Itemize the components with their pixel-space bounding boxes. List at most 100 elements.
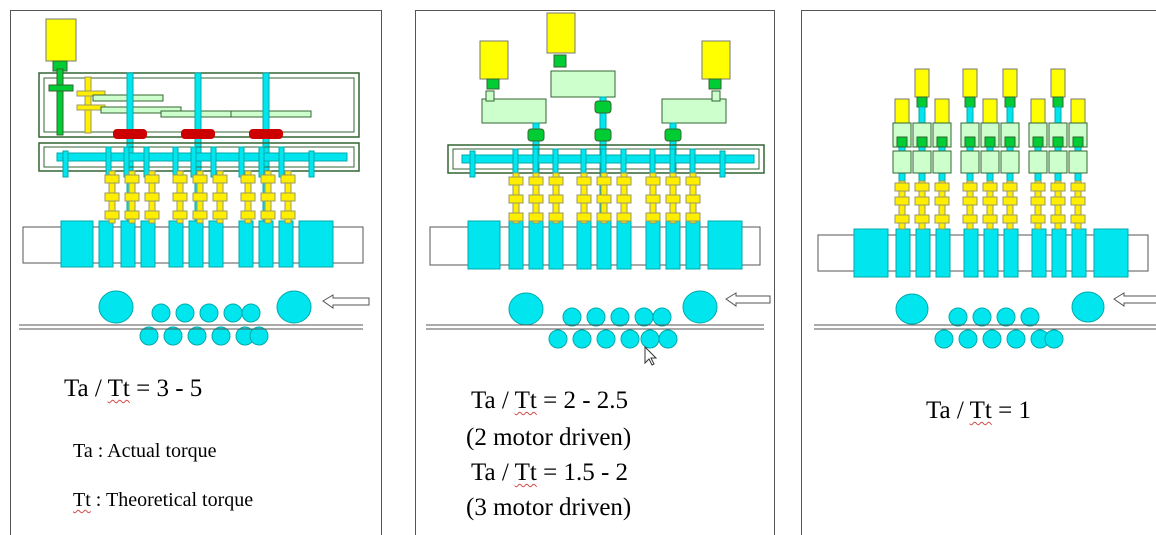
diagram-panel-single-motor: Ta / Tt = 3 - 5 Ta : Actual torque Tt : … — [10, 10, 382, 535]
drive-part — [916, 136, 928, 148]
three-motor-note: (3 motor driven) — [466, 494, 632, 521]
drive-part — [528, 212, 544, 222]
drive-part — [1002, 68, 1018, 98]
drive-part — [1030, 196, 1046, 206]
individual-drive-unit — [932, 98, 952, 230]
drive-part — [894, 196, 910, 206]
drive-part — [192, 210, 208, 220]
spindle — [124, 170, 140, 224]
drive-part — [914, 214, 930, 224]
drive-part — [1070, 196, 1086, 206]
drive-part — [576, 194, 592, 204]
drive-part — [894, 182, 910, 192]
spindle — [548, 172, 564, 224]
drive-part — [616, 212, 632, 222]
drive-train-diagram — [426, 12, 771, 366]
spindle — [616, 172, 632, 224]
drive-part — [962, 68, 978, 98]
drive-part — [144, 210, 160, 220]
drive-part — [894, 214, 910, 224]
drive-part — [144, 174, 160, 184]
drive-part — [984, 136, 996, 148]
spindle — [240, 170, 256, 224]
drive-part — [508, 194, 524, 204]
drive-part — [932, 150, 952, 174]
drive-part — [1070, 182, 1086, 192]
drive-part — [596, 176, 612, 186]
drive-part — [645, 176, 661, 186]
drive-part — [1032, 136, 1044, 148]
spindle — [528, 172, 544, 224]
arrow-left-icon — [725, 292, 771, 307]
actual-torque-definition: Ta : Actual torque — [73, 440, 217, 462]
torque-ratio-text: Ta / Tt = 3 - 5 — [64, 375, 203, 402]
spindle — [212, 170, 228, 224]
drive-part — [960, 150, 980, 174]
individual-drive-unit — [1048, 68, 1068, 230]
spindle — [508, 172, 524, 224]
drive-part — [896, 136, 908, 148]
drive-part — [172, 174, 188, 184]
spindle — [645, 172, 661, 224]
mouse-cursor-icon — [644, 345, 658, 366]
drive-part — [1072, 136, 1084, 148]
drive-part — [916, 96, 928, 108]
drive-part — [1070, 214, 1086, 224]
drive-part — [1050, 68, 1066, 98]
drive-part — [596, 194, 612, 204]
drive-part — [508, 212, 524, 222]
drive-part — [934, 196, 950, 206]
spindle — [192, 170, 208, 224]
drive-part — [172, 192, 188, 202]
spindle — [260, 170, 276, 224]
drive-part — [508, 176, 524, 186]
drive-part — [962, 196, 978, 206]
drive-part — [616, 194, 632, 204]
drive-part — [280, 174, 296, 184]
drive-part — [1002, 214, 1018, 224]
drive-part — [548, 194, 564, 204]
drive-part — [1050, 196, 1066, 206]
drive-part — [892, 150, 912, 174]
drive-part — [982, 182, 998, 192]
drive-part — [685, 212, 701, 222]
drive-part — [1068, 150, 1088, 174]
drive-part — [260, 210, 276, 220]
drive-part — [1002, 196, 1018, 206]
arrow-left-icon — [322, 294, 370, 309]
drive-part — [212, 174, 228, 184]
individual-drive-unit — [980, 98, 1000, 230]
drive-part — [260, 174, 276, 184]
spindle — [144, 170, 160, 224]
theoretical-torque-definition: Tt : Theoretical torque — [73, 489, 254, 511]
drive-part — [240, 210, 256, 220]
two-motor-note: (2 motor driven) — [466, 424, 632, 451]
drive-part — [665, 176, 681, 186]
drive-part — [280, 210, 296, 220]
drive-part — [192, 192, 208, 202]
spindle — [596, 172, 612, 224]
spindle — [172, 170, 188, 224]
drive-part — [240, 174, 256, 184]
drive-part — [962, 214, 978, 224]
drive-part — [104, 192, 120, 202]
drive-part — [980, 150, 1000, 174]
drive-part — [548, 176, 564, 186]
diagram-panel-individual-drive: Ta / Tt = 1 — [801, 10, 1156, 535]
drive-part — [962, 182, 978, 192]
individual-drive-unit — [1068, 98, 1088, 230]
drive-part — [124, 174, 140, 184]
drive-part — [104, 210, 120, 220]
torque-ratio-text-3-motor: Ta / Tt = 1.5 - 2 — [471, 459, 629, 486]
drive-part — [528, 194, 544, 204]
drive-part — [982, 214, 998, 224]
individual-drive-unit — [960, 68, 980, 230]
drive-part — [964, 96, 976, 108]
drive-part — [912, 150, 932, 174]
drive-part — [528, 176, 544, 186]
spindle — [685, 172, 701, 224]
drive-part — [1050, 214, 1066, 224]
drive-part — [685, 176, 701, 186]
individual-drive-unit — [1000, 68, 1020, 230]
drive-part — [934, 214, 950, 224]
